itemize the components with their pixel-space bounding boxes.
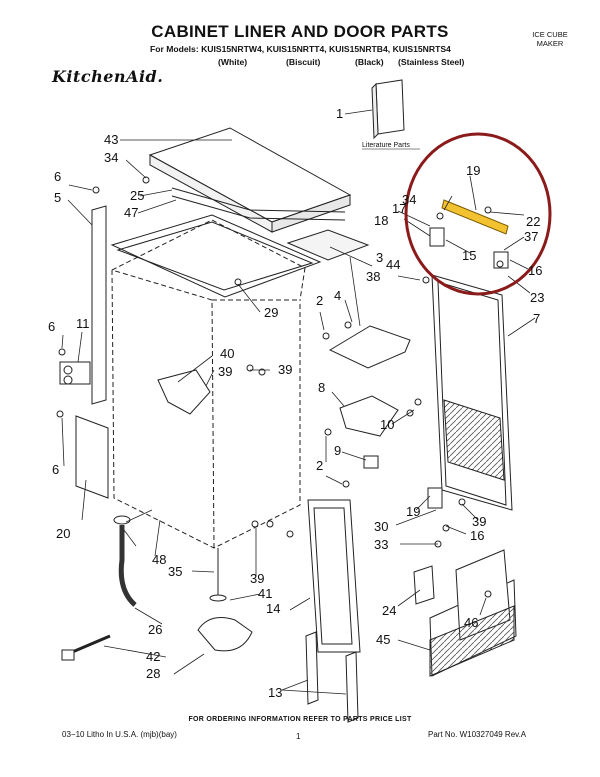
callout-44: 44 (386, 257, 400, 272)
callout-1: 1 (336, 106, 343, 121)
callout-34: 34 (104, 150, 118, 165)
page-number: 1 (296, 732, 301, 741)
door-panel-drawing (431, 274, 513, 511)
litho-note: 03−10 Litho In U.S.A. (mjb)(bay) (62, 730, 177, 739)
callout-6: 6 (48, 319, 55, 334)
callout-33: 33 (374, 537, 388, 552)
callout-11: 11 (76, 316, 90, 331)
callout-41: 41 (258, 586, 272, 601)
callout-34: 34 (402, 192, 416, 207)
callout-16: 16 (528, 263, 542, 278)
section-label: ICE CUBE MAKER (510, 30, 590, 48)
callout-24: 24 (382, 603, 396, 618)
callout-43: 43 (104, 132, 118, 147)
callout-15: 15 (462, 248, 476, 263)
callout-25: 25 (130, 188, 144, 203)
highlight-circle (404, 132, 552, 296)
callout-30: 30 (374, 519, 388, 534)
literature-parts-label: Literature Parts (362, 142, 410, 149)
callout-19: 19 (466, 163, 480, 178)
callout-39: 39 (472, 514, 486, 529)
callout-7: 7 (533, 311, 540, 326)
order-note: FOR ORDERING INFORMATION REFER TO PARTS … (188, 716, 412, 723)
callout-37: 37 (524, 229, 538, 244)
callout-40: 40 (220, 346, 234, 361)
color-white: (White) (218, 57, 248, 67)
section-line-2: MAKER (536, 39, 564, 48)
callout-23: 23 (530, 290, 544, 305)
callout-46: 46 (464, 615, 478, 630)
callout-6: 6 (52, 462, 59, 477)
callout-22: 22 (526, 214, 540, 229)
callout-5: 5 (54, 190, 61, 205)
callout-6: 6 (54, 169, 61, 184)
callout-9: 9 (334, 443, 341, 458)
callout-39: 39 (218, 364, 232, 379)
callout-17: 17 (392, 201, 406, 216)
section-line-1: ICE CUBE (532, 30, 568, 39)
callout-47: 47 (124, 205, 138, 220)
callout-39: 39 (250, 571, 264, 586)
models-line: For Models: KUIS15NRTW4, KUIS15NRTT4, KU… (150, 44, 451, 54)
callout-4: 4 (334, 288, 341, 303)
top-cover-drawing (148, 127, 352, 233)
color-biscuit: (Biscuit) (286, 57, 321, 67)
color-black: (Black) (355, 57, 384, 67)
callout-14: 14 (266, 601, 280, 616)
callout-38: 38 (366, 269, 380, 284)
callout-3: 3 (376, 250, 383, 265)
callout-2: 2 (316, 458, 323, 473)
callout-8: 8 (318, 380, 325, 395)
callout-16: 16 (470, 528, 484, 543)
callout-20: 20 (56, 526, 70, 541)
callout-45: 45 (376, 632, 390, 647)
part-number: Part No. W10327049 Rev.A (428, 730, 527, 739)
callout-18: 18 (374, 213, 388, 228)
callout-42: 42 (146, 649, 160, 664)
color-stainless: (Stainless Steel) (398, 57, 465, 67)
callout-28: 28 (146, 666, 160, 681)
callout-39: 39 (278, 362, 292, 377)
callout-29: 29 (264, 305, 278, 320)
callout-48: 48 (152, 552, 166, 567)
brand-logo: KitchenAid. (52, 67, 164, 86)
callout-19: 19 (406, 504, 420, 519)
cabinet-liner-outline (111, 219, 306, 549)
callout-2: 2 (316, 293, 323, 308)
literature-parts-drawing (371, 79, 405, 140)
page-title: CABINET LINER AND DOOR PARTS (151, 22, 449, 41)
callout-10: 10 (380, 417, 394, 432)
callout-49: 49 (0, 0, 14, 3)
callout-13: 13 (268, 685, 282, 700)
part-callouts: 1223456667891011131415161617181919202223… (0, 0, 544, 700)
callout-26: 26 (148, 622, 162, 637)
callout-35: 35 (168, 564, 182, 579)
